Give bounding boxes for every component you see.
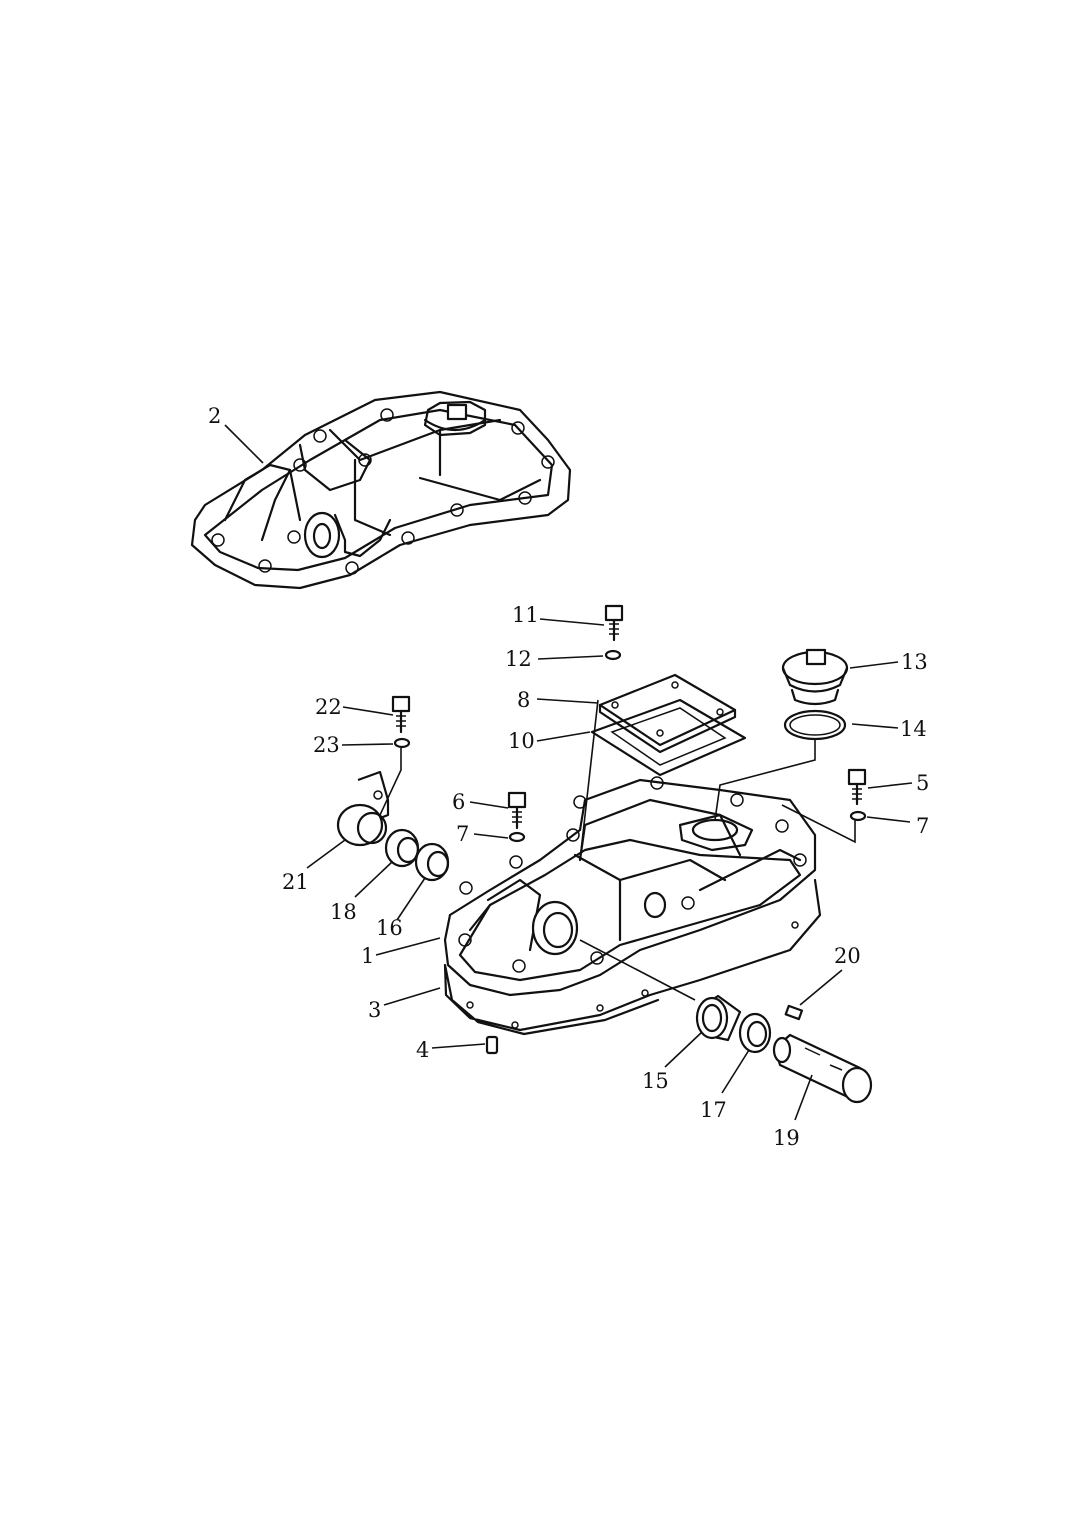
callout-12: 12 <box>505 647 532 671</box>
bolt-6 <box>507 791 527 830</box>
callout-18: 18 <box>330 900 357 924</box>
washer-7-left <box>508 831 526 843</box>
callout-2: 2 <box>208 404 221 428</box>
callout-3: 3 <box>368 998 381 1022</box>
callout-8: 8 <box>517 688 530 712</box>
callout-7-right: 7 <box>916 814 929 838</box>
callout-21: 21 <box>282 870 309 894</box>
washer-12 <box>604 649 622 661</box>
cover-plate-8 <box>598 673 737 754</box>
shaft-19 <box>772 1033 873 1104</box>
callout-15: 15 <box>642 1069 669 1093</box>
callout-7-left: 7 <box>456 822 469 846</box>
assembled-cover-drawing <box>190 390 572 590</box>
gasket-10 <box>590 698 747 777</box>
bolt-5 <box>847 768 867 806</box>
bushing-16 <box>414 842 450 882</box>
callout-10: 10 <box>508 729 535 753</box>
assembly-guide-lines <box>379 699 856 1001</box>
bolt-22 <box>391 695 411 734</box>
callout-14: 14 <box>900 717 927 741</box>
washer-23 <box>393 737 411 749</box>
key-20 <box>784 1004 804 1021</box>
callout-20: 20 <box>834 944 861 968</box>
callout-19: 19 <box>773 1126 800 1150</box>
callout-22: 22 <box>315 695 342 719</box>
bearing-18 <box>384 828 420 868</box>
callout-1: 1 <box>361 944 374 968</box>
callout-5: 5 <box>916 771 929 795</box>
callout-11: 11 <box>512 603 539 627</box>
washer-7-right <box>849 810 867 822</box>
main-cover-1 <box>443 776 817 997</box>
bushing-15 <box>695 994 742 1042</box>
callout-16: 16 <box>376 916 403 940</box>
filler-cap-13 <box>781 648 849 706</box>
callout-leader-lines <box>224 424 913 1121</box>
bracket-21 <box>336 770 390 847</box>
seal-17 <box>738 1012 772 1054</box>
callout-labels: 2 11 12 8 10 13 14 22 23 6 7 5 7 21 18 1… <box>208 404 929 1150</box>
callout-17: 17 <box>700 1098 727 1122</box>
o-ring-14 <box>783 709 847 741</box>
dowel-pin-4 <box>485 1035 499 1055</box>
base-gasket-3 <box>443 878 822 1036</box>
callout-6: 6 <box>452 790 465 814</box>
callout-13: 13 <box>901 650 928 674</box>
bolt-11 <box>604 604 624 642</box>
callout-23: 23 <box>313 733 340 757</box>
callout-4: 4 <box>416 1038 429 1062</box>
